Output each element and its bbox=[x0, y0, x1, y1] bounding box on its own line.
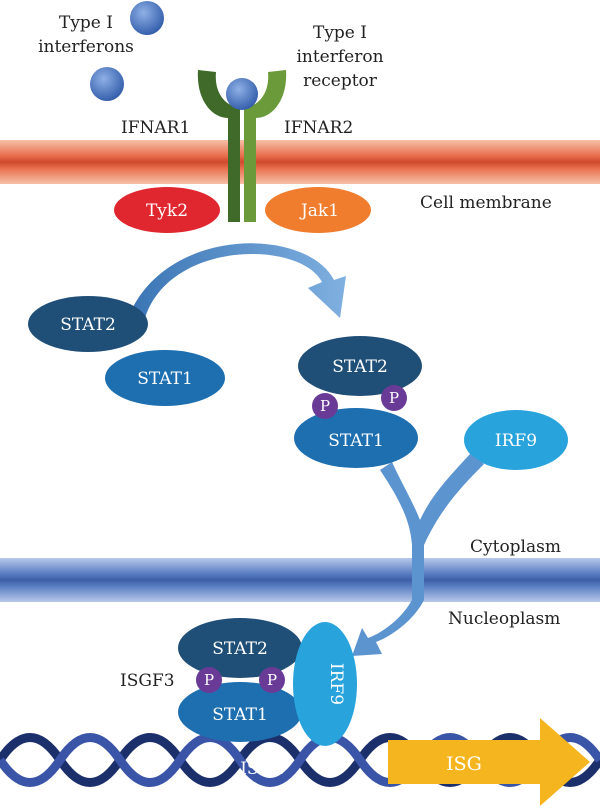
irf9-free bbox=[464, 410, 568, 470]
ifnar2-label: IFNAR2 bbox=[284, 118, 353, 138]
jak1-label: Jak1 bbox=[299, 201, 339, 221]
isg-arrow bbox=[388, 718, 590, 806]
phosphate-nuclear-left bbox=[196, 667, 222, 693]
irf9-nuc-label: IRF9 bbox=[326, 663, 346, 705]
tyk2-label: Tyk2 bbox=[146, 201, 188, 221]
stat2-nuc-label: STAT2 bbox=[212, 639, 268, 659]
jak1-kinase bbox=[265, 187, 371, 233]
bound-interferon bbox=[226, 78, 258, 110]
nuclear-import-arrow bbox=[352, 540, 424, 656]
stat1-phosphorylated bbox=[294, 408, 418, 468]
ifnar2-stem bbox=[244, 170, 256, 222]
type-i-interferons-label-2: interferons bbox=[38, 37, 134, 57]
nucleoplasm-label: Nucleoplasm bbox=[448, 609, 560, 629]
irf9-free-label: IRF9 bbox=[495, 431, 537, 451]
type-i-interferons-label-1: Type I bbox=[59, 13, 113, 33]
stat2-free bbox=[28, 296, 148, 352]
stat2-phos-label: STAT2 bbox=[332, 357, 388, 377]
ifnar1-stem bbox=[228, 170, 240, 222]
cell-membrane bbox=[0, 140, 600, 184]
p-nuc-left-label: P bbox=[204, 671, 214, 689]
merge-arrow bbox=[380, 454, 484, 545]
phosphate-right bbox=[381, 385, 407, 411]
interferon-molecule bbox=[130, 1, 164, 35]
stat1-free-label: STAT1 bbox=[137, 369, 193, 389]
p-left-label: P bbox=[320, 397, 330, 415]
activation-arrow bbox=[128, 243, 346, 318]
stat1-free bbox=[105, 350, 225, 406]
p-right-label: P bbox=[389, 389, 399, 407]
interferon-molecule bbox=[90, 67, 124, 101]
isg-label: ISG bbox=[446, 753, 482, 775]
nuclear-membrane bbox=[0, 558, 600, 602]
tyk2-kinase bbox=[114, 187, 220, 233]
phosphate-nuclear-right bbox=[259, 667, 285, 693]
receptor-label-1: Type I bbox=[313, 23, 367, 43]
stat1-nuc-label: STAT1 bbox=[212, 705, 268, 725]
isgf3-label: ISGF3 bbox=[120, 671, 175, 691]
cytoplasm-label: Cytoplasm bbox=[470, 537, 561, 557]
irf9-nuclear bbox=[293, 622, 357, 746]
stat1-phos-label: STAT1 bbox=[328, 431, 384, 451]
p-nuc-right-label: P bbox=[267, 671, 277, 689]
receptor-label-3: receptor bbox=[303, 71, 378, 91]
stat2-free-label: STAT2 bbox=[60, 315, 116, 335]
stat2-nuclear bbox=[178, 618, 302, 678]
isre-label: ISRE bbox=[240, 759, 284, 779]
phosphate-left bbox=[312, 393, 338, 419]
ifnar1-label: IFNAR1 bbox=[121, 118, 190, 138]
cell-membrane-label: Cell membrane bbox=[420, 193, 552, 213]
stat1-nuclear bbox=[178, 682, 302, 742]
stat2-phosphorylated bbox=[298, 336, 422, 396]
receptor-label-2: interferon bbox=[296, 47, 383, 67]
